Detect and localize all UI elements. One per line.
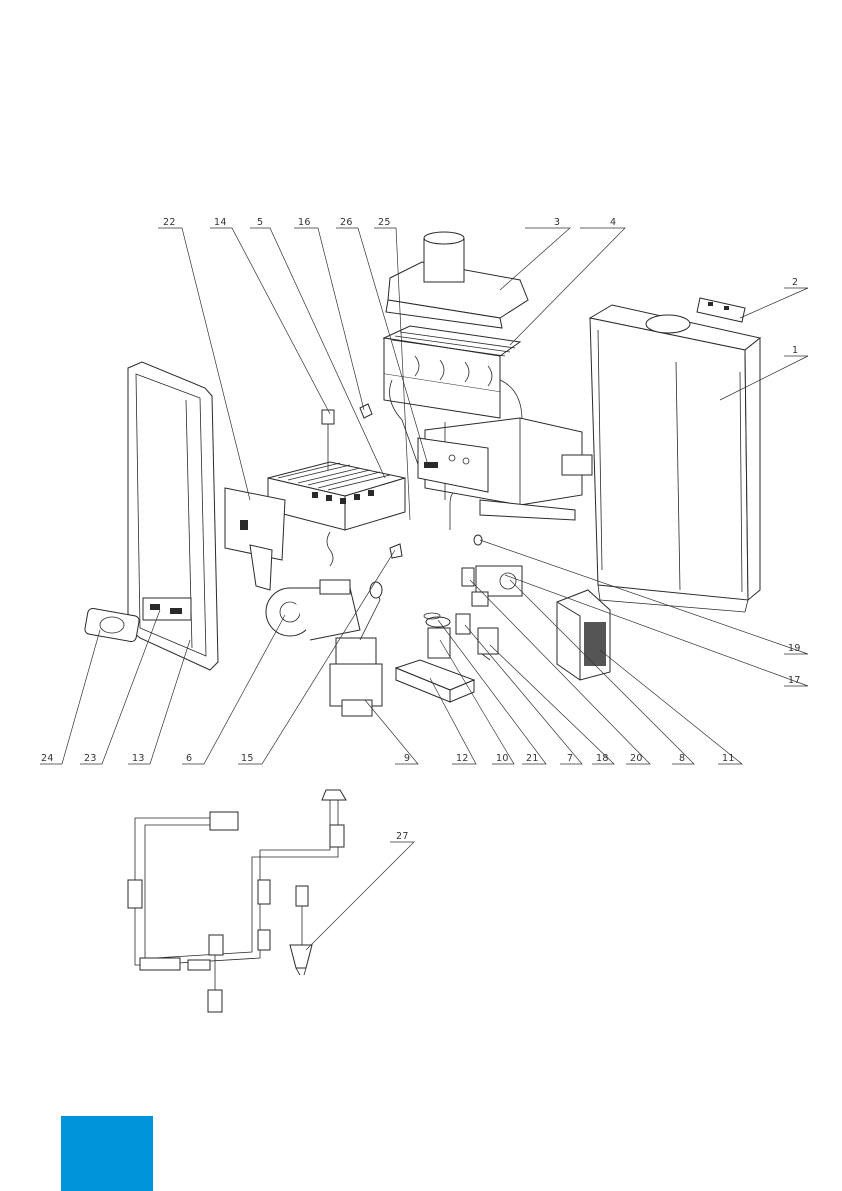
- label-16: 16: [298, 217, 311, 228]
- label-2: 2: [792, 277, 798, 288]
- leader-13: [128, 640, 190, 764]
- label-9: 9: [404, 753, 410, 764]
- label-3: 3: [554, 217, 560, 228]
- label-26: 26: [340, 217, 353, 228]
- blue-corner-tab: [61, 1116, 153, 1191]
- part-ignition-cable: [290, 886, 312, 975]
- label-22: 22: [163, 217, 176, 228]
- leader-14: [210, 228, 330, 414]
- label-21: 21: [526, 753, 539, 764]
- leader-11: [600, 650, 742, 764]
- label-4: 4: [610, 217, 616, 228]
- part-flow-sensor: [472, 566, 522, 606]
- part-casing: [590, 305, 760, 612]
- part-clip: [360, 404, 372, 418]
- part-screw: [390, 544, 402, 558]
- part-fan: [266, 580, 360, 640]
- leader-2: [740, 288, 808, 318]
- label-24: 24: [41, 753, 54, 764]
- label-23: 23: [84, 753, 97, 764]
- part-control-box: [396, 660, 474, 702]
- label-13: 13: [132, 753, 145, 764]
- leader-27: [306, 842, 414, 950]
- leader-5: [250, 228, 385, 478]
- part-mounting-bracket: [697, 298, 745, 322]
- label-1: 1: [792, 345, 798, 356]
- label-25: 25: [378, 217, 391, 228]
- part-sensor-connector: [322, 410, 334, 470]
- leader-3: [500, 228, 570, 290]
- label-6: 6: [186, 753, 192, 764]
- label-17: 17: [788, 675, 801, 686]
- label-10: 10: [496, 753, 509, 764]
- leader-16: [294, 228, 364, 410]
- part-wiring-harness: [128, 790, 346, 1012]
- label-8: 8: [679, 753, 685, 764]
- label-18: 18: [596, 753, 609, 764]
- part-control-bracket: [225, 488, 285, 590]
- part-front-panel: [128, 362, 218, 670]
- label-11: 11: [722, 753, 735, 764]
- label-14: 14: [214, 217, 227, 228]
- label-7: 7: [567, 753, 573, 764]
- part-water-valve: [424, 613, 450, 658]
- label-12: 12: [456, 753, 469, 764]
- label-20: 20: [630, 753, 643, 764]
- leader-24: [40, 630, 100, 764]
- label-19: 19: [788, 643, 801, 654]
- label-27: 27: [396, 831, 409, 842]
- part-flue-hood: [386, 232, 528, 328]
- label-15: 15: [241, 753, 254, 764]
- leader-17: [505, 575, 808, 686]
- label-5: 5: [257, 217, 263, 228]
